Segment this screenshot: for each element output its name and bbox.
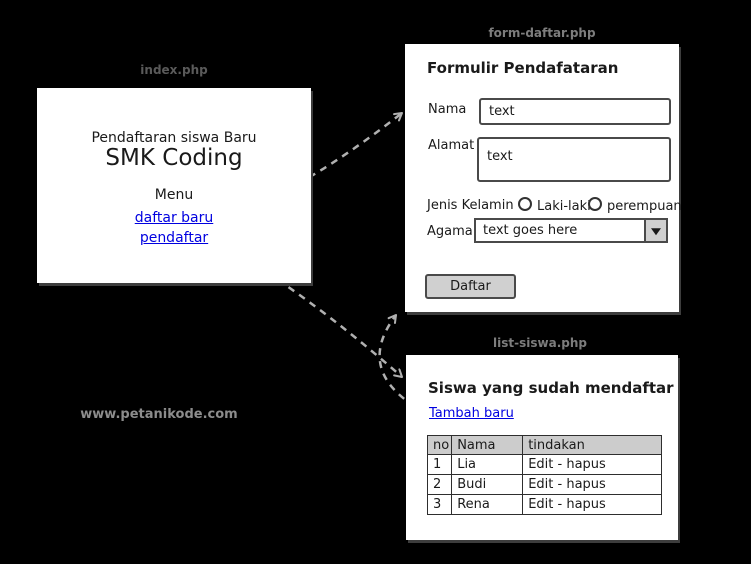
menu-heading: Menu xyxy=(154,187,194,203)
cell-tindakan: Edit - hapus xyxy=(522,494,663,515)
list-heading: Siswa yang sudah mendaftar xyxy=(428,379,674,397)
header-tindakan: tindakan xyxy=(522,435,663,455)
jenis-kelamin-label: Jenis Kelamin xyxy=(427,198,514,213)
table-row: 2 Budi Edit - hapus xyxy=(426,474,663,495)
table-row: 3 Rena Edit - hapus xyxy=(426,494,663,515)
cell-no: 2 xyxy=(426,474,453,495)
panel-form: Formulir Pendafataran Nama Alamat text J… xyxy=(405,44,682,312)
table-row: 1 Lia Edit - hapus xyxy=(426,454,663,475)
nama-input[interactable] xyxy=(479,98,671,125)
cell-tindakan: Edit - hapus xyxy=(522,474,663,495)
nama-label: Nama xyxy=(428,102,467,117)
siswa-table: no Nama tindakan 1 Lia Edit - hapus 2 Bu… xyxy=(426,435,663,515)
form-heading: Formulir Pendafataran xyxy=(427,59,619,77)
caret-down-icon xyxy=(651,227,661,235)
header-nama: Nama xyxy=(451,435,524,455)
tambah-baru-link[interactable]: Tambah baru xyxy=(429,406,514,421)
cell-nama: Rena xyxy=(451,494,524,515)
index-title: SMK Coding xyxy=(105,145,243,171)
panel-index: Pendaftaran siswa Baru SMK Coding Menu d… xyxy=(37,88,311,283)
cell-no: 1 xyxy=(426,454,453,475)
radio-perempuan-label[interactable]: perempuan xyxy=(607,199,682,214)
header-no: no xyxy=(426,435,453,455)
form-page-label: form-daftar.php xyxy=(488,26,596,40)
panel-list: Siswa yang sudah mendaftar Tambah baru n… xyxy=(406,355,678,540)
alamat-label: Alamat xyxy=(428,138,475,153)
list-page-label: list-siswa.php xyxy=(493,336,587,350)
agama-dropdown-value: text goes here xyxy=(483,223,578,238)
pendaftar-link[interactable]: pendaftar xyxy=(139,230,209,246)
agama-label: Agama xyxy=(427,224,473,239)
alamat-textarea[interactable]: text xyxy=(477,137,671,182)
agama-dropdown[interactable]: text goes here xyxy=(474,218,668,243)
cell-nama: Lia xyxy=(451,454,524,475)
index-subtitle: Pendaftaran siswa Baru xyxy=(91,130,257,146)
radio-laki-laki[interactable] xyxy=(518,197,532,211)
cell-tindakan: Edit - hapus xyxy=(522,454,663,475)
daftar-baru-link[interactable]: daftar baru xyxy=(134,210,214,226)
index-page-label: index.php xyxy=(140,63,208,77)
daftar-button[interactable]: Daftar xyxy=(425,274,516,299)
agama-dropdown-button[interactable] xyxy=(644,220,666,241)
cell-nama: Budi xyxy=(451,474,524,495)
table-header-row: no Nama tindakan xyxy=(426,435,663,455)
radio-perempuan[interactable] xyxy=(588,197,602,211)
radio-laki-laki-label[interactable]: Laki-laki xyxy=(537,199,591,214)
watermark: www.petanikode.com xyxy=(80,407,238,422)
cell-no: 3 xyxy=(426,494,453,515)
